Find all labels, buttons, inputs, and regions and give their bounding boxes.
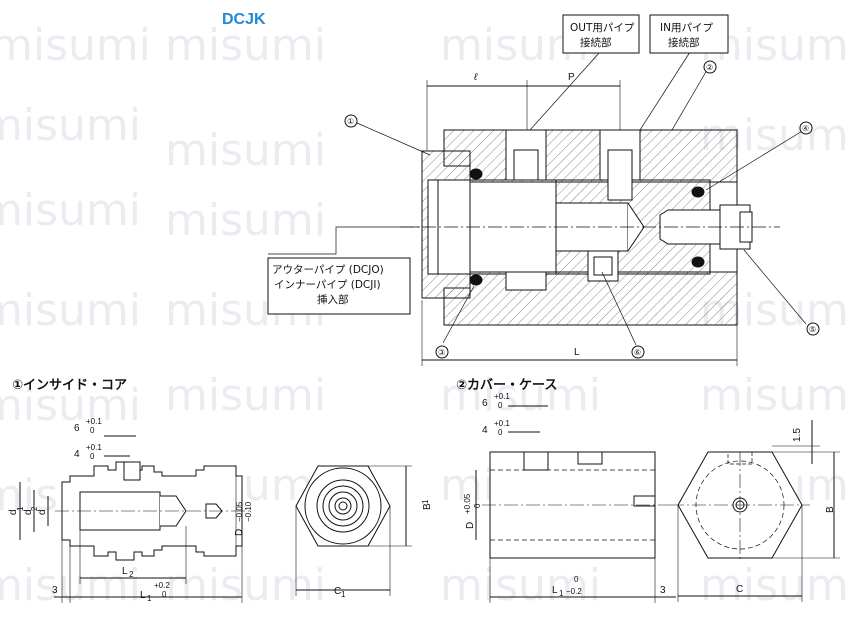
insert-label-line3: 挿入部 bbox=[317, 293, 349, 306]
dim-d2-sub: 2 bbox=[30, 506, 39, 511]
callout-4: ④ bbox=[802, 124, 809, 133]
o-ring-bottom bbox=[469, 274, 483, 286]
section-cover-case: ②カバー・ケース bbox=[456, 378, 557, 393]
out-pipe-label-line1: OUT用パイプ bbox=[570, 22, 635, 34]
watermark-layer: misumi misumi misumi misumi misumi misum… bbox=[0, 20, 850, 611]
dim-L1-sub: 1 bbox=[147, 594, 152, 603]
dim-D-case: D bbox=[465, 522, 476, 529]
watermark: misumi bbox=[0, 20, 151, 71]
o-ring-right-bottom bbox=[691, 256, 705, 268]
callout-3: ③ bbox=[438, 348, 445, 357]
dim-C1-sub: 1 bbox=[341, 590, 346, 599]
watermark: misumi bbox=[165, 125, 326, 176]
watermark: misumi bbox=[700, 560, 850, 611]
dim-B: B bbox=[825, 506, 836, 513]
tol-zero: 0 bbox=[162, 590, 167, 599]
tol-plus01: +0.1 bbox=[86, 417, 102, 426]
dim-C: C bbox=[736, 584, 743, 595]
inside-core-end-view bbox=[295, 465, 412, 596]
callout-1: ① bbox=[347, 117, 354, 126]
dim-L1: L bbox=[140, 590, 146, 601]
tol-zero: 0 bbox=[574, 575, 579, 584]
dim-four-case: 4 bbox=[482, 425, 488, 436]
tol-plus02: +0.2 bbox=[154, 581, 170, 590]
watermark: misumi bbox=[165, 560, 326, 611]
out-pipe-label-line2: 接続部 bbox=[580, 36, 612, 49]
callout-6: ⑥ bbox=[634, 348, 641, 357]
watermark: misumi bbox=[440, 560, 601, 611]
dim-d: d bbox=[8, 509, 19, 515]
tol-plus005: +0.05 bbox=[463, 493, 472, 514]
watermark: misumi bbox=[440, 370, 601, 421]
tol-minus005: −0.05 bbox=[235, 501, 244, 522]
inside-core-side-view bbox=[19, 435, 250, 603]
main-assembly bbox=[267, 14, 820, 366]
dim-B1-sub: 1 bbox=[421, 499, 430, 504]
o-ring-right-top bbox=[691, 186, 705, 198]
section-inside-core: ①インサイド・コア bbox=[12, 378, 127, 393]
watermark: misumi bbox=[165, 20, 326, 71]
dim-L2: L bbox=[122, 566, 128, 577]
tol-zero: 0 bbox=[90, 452, 95, 461]
watermark: misumi bbox=[0, 185, 141, 236]
dim-six-case: 6 bbox=[482, 398, 488, 409]
watermark: misumi bbox=[0, 380, 141, 431]
watermark: misumi bbox=[0, 100, 141, 151]
tol-zero: 0 bbox=[90, 426, 95, 435]
dim-three: 3 bbox=[52, 585, 58, 596]
in-pipe-label-line2: 接続部 bbox=[668, 36, 700, 49]
dim-d1: d bbox=[23, 509, 34, 515]
tol-zero: 0 bbox=[498, 401, 503, 410]
product-title: DCJK bbox=[222, 11, 266, 28]
dim-d1-sub: 1 bbox=[16, 506, 25, 511]
dim-C1: C bbox=[334, 586, 341, 597]
dim-P: P bbox=[568, 72, 575, 83]
watermark: misumi bbox=[0, 560, 141, 611]
dim-d2: d bbox=[37, 509, 48, 515]
watermark: misumi bbox=[165, 195, 326, 246]
cover-case-end-view bbox=[670, 420, 840, 602]
tol-minus010: −0.10 bbox=[244, 501, 253, 522]
insert-label-line2: インナーパイプ (DCJI) bbox=[274, 279, 381, 291]
dim-four: 4 bbox=[74, 449, 80, 460]
tol-plus01: +0.1 bbox=[494, 392, 510, 401]
in-port-label-box bbox=[649, 14, 729, 54]
dim-D-core: D bbox=[234, 529, 245, 536]
dim-L1-case-sub: 1 bbox=[559, 589, 564, 598]
insert-label-line1: アウターパイプ (DCJO) bbox=[272, 264, 384, 276]
callout-5: ⑤ bbox=[809, 325, 816, 334]
tol-plus01: +0.1 bbox=[86, 443, 102, 452]
watermark: misumi bbox=[700, 370, 850, 421]
watermark: misumi bbox=[0, 285, 141, 336]
dim-L: L bbox=[574, 347, 580, 358]
dim-B1: B bbox=[422, 503, 433, 510]
dim-ell: ℓ bbox=[473, 72, 478, 83]
insert-label-box bbox=[267, 257, 411, 315]
tol-zero: 0 bbox=[473, 503, 482, 508]
watermark: misumi bbox=[165, 370, 326, 421]
dim-L2-sub: 2 bbox=[129, 570, 134, 579]
o-ring-top bbox=[469, 168, 483, 180]
out-port-label-box bbox=[562, 14, 640, 54]
in-pipe-label-line1: IN用パイプ bbox=[660, 22, 713, 34]
dim-1-5: 1.5 bbox=[792, 428, 803, 442]
plug-6 bbox=[587, 250, 619, 282]
dim-three-case: 3 bbox=[660, 585, 666, 596]
tol-minus02: −0.2 bbox=[566, 587, 582, 596]
dim-six: 6 bbox=[74, 423, 80, 434]
cover-case-side-view bbox=[475, 405, 676, 603]
tol-zero: 0 bbox=[498, 428, 503, 437]
dim-L1-case: L bbox=[552, 585, 558, 596]
tol-plus01: +0.1 bbox=[494, 419, 510, 428]
callout-2: ② bbox=[706, 63, 713, 72]
